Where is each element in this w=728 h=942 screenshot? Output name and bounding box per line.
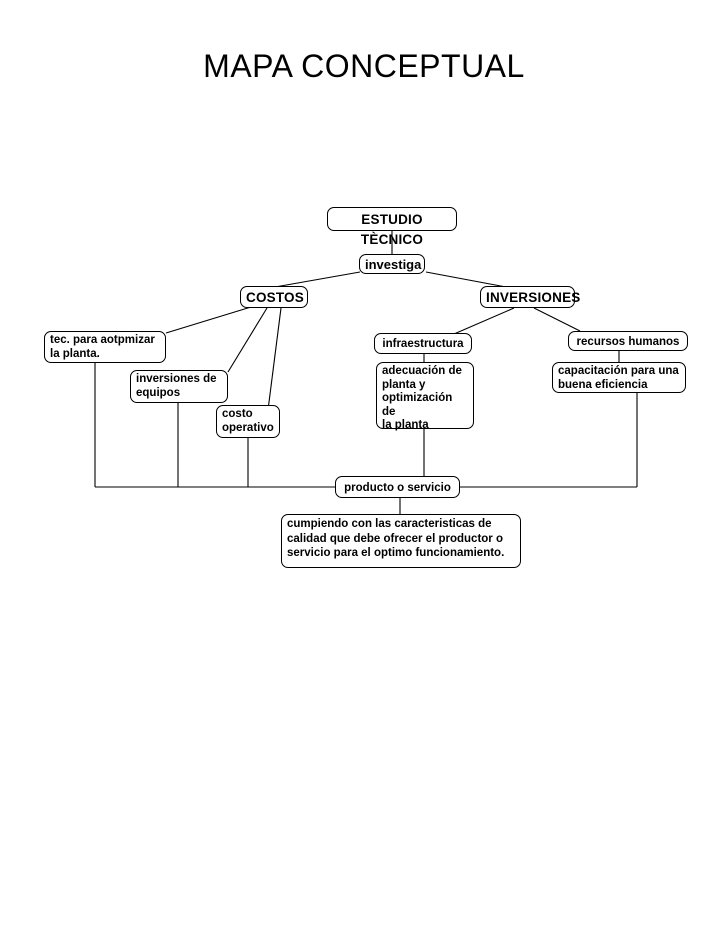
node-producto-o-servicio[interactable]: producto o servicio [335, 476, 460, 498]
node-estudio-tecnico[interactable]: ESTUDIO TÈCNICO [327, 207, 457, 247]
node-tec-para-optimizar-la-planta[interactable]: tec. para aotpmizar la planta. [44, 331, 166, 363]
node-adecuacion-de-planta[interactable]: adecuación de planta y optimización de l… [376, 362, 474, 431]
node-costo-operativo[interactable]: costo operativo [216, 405, 280, 438]
connector-linker-to-costos [274, 271, 361, 288]
node-capacitacion-buena-eficiencia[interactable]: capacitación para una buena eficiencia [552, 362, 686, 393]
page-title: MAPA CONCEPTUAL [203, 48, 525, 84]
node-recursos-humanos[interactable]: recursos humanos [568, 331, 688, 351]
connector-linker-to-inversiones [425, 271, 507, 288]
node-conclusion-caracteristicas-calidad[interactable]: cumpiendo con las caracteristicas de cal… [281, 514, 521, 568]
node-costos[interactable]: COSTOS [240, 286, 308, 308]
connector-inversiones-to-infraestructura [453, 307, 515, 335]
node-infraestructura[interactable]: infraestructura [374, 333, 472, 354]
connector-costos-to-equipos [227, 307, 268, 373]
node-investiga[interactable]: investiga [359, 254, 425, 274]
node-inversiones-de-equipos[interactable]: inversiones de equipos [130, 370, 228, 403]
connector-costos-to-tec [165, 306, 252, 334]
connector-inversiones-to-recursos [533, 307, 581, 332]
node-inversiones[interactable]: INVERSIONES [480, 286, 580, 308]
connector-costos-to-operativo [267, 307, 282, 411]
